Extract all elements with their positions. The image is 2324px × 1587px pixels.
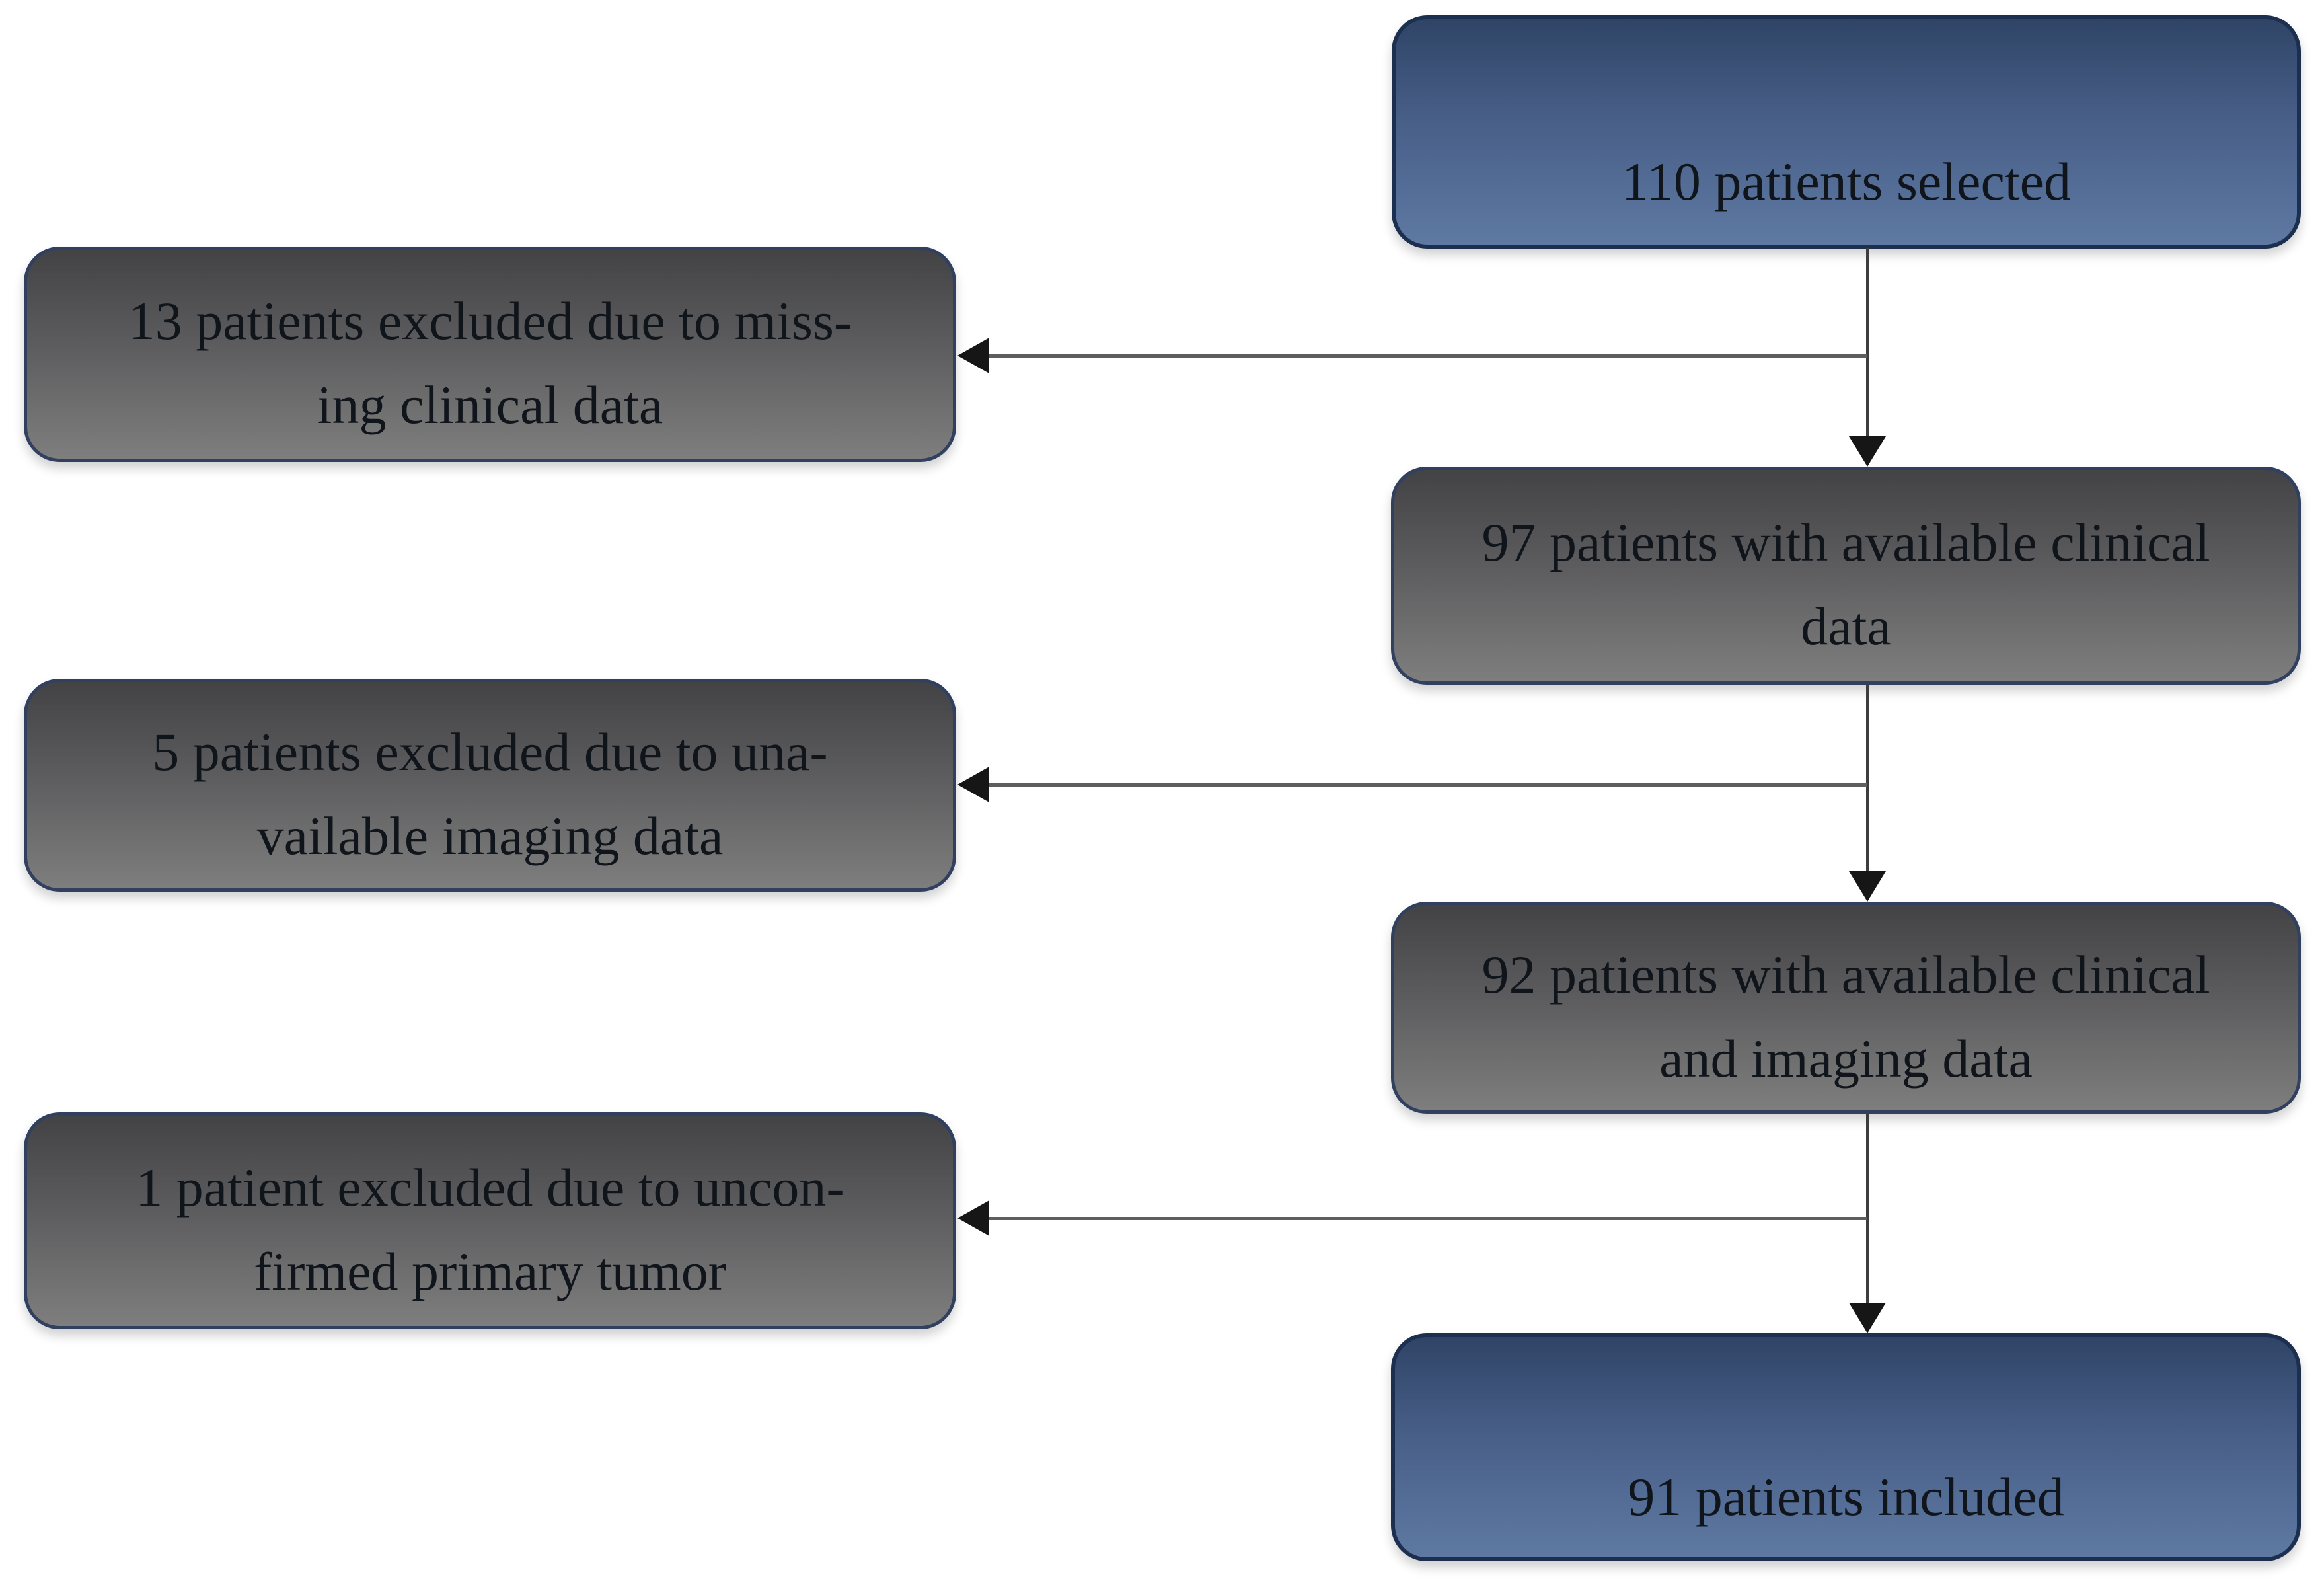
- excluded-imaging-line-2: vailable imaging data: [256, 806, 724, 866]
- node-92-patients-available-clinical-and-imaging-data: 92 patients with available clinical and …: [1391, 902, 2301, 1114]
- node-97-patients-available-clinical-data: 97 patients with available clinical data: [1391, 467, 2301, 685]
- left-arrowhead-into-excluded-imaging: [957, 767, 989, 802]
- clinical-imaging-line-2: and imaging data: [1659, 1028, 2033, 1089]
- node-1-patient-excluded-unconfirmed-primary-tumor: 1 patient excluded due to uncon- firmed …: [24, 1112, 956, 1329]
- node-110-patients-selected-text: 110 patients selected: [1621, 151, 2072, 212]
- node-5-patients-excluded-unavailable-imaging-data: 5 patients excluded due to una- vailable…: [24, 679, 956, 892]
- connector-clinical-to-clinical-imaging: [1866, 685, 1869, 873]
- node-110-patients-selected: 110 patients selected: [1392, 15, 2301, 249]
- node-13-patients-excluded-missing-clinical-data: 13 patients excluded due to miss- ing cl…: [24, 247, 956, 462]
- excluded-clinical-line-2: ing clinical data: [317, 375, 663, 435]
- excluded-tumor-line-2: firmed primary tumor: [253, 1241, 727, 1301]
- connector-clinical-imaging-to-included: [1866, 1114, 1869, 1304]
- connector-branch-excluded-imaging: [986, 783, 1867, 787]
- connector-branch-excluded-tumor: [986, 1217, 1867, 1220]
- left-arrowhead-into-excluded-clinical: [957, 338, 989, 373]
- clinical-imaging-line-1: 92 patients with available clinical: [1481, 944, 2210, 1005]
- clinical-line-2: data: [1801, 596, 1891, 656]
- connector-branch-excluded-clinical: [986, 354, 1867, 358]
- excluded-clinical-line-1: 13 patients excluded due to miss-: [128, 291, 852, 351]
- connector-selected-to-clinical: [1866, 248, 1869, 440]
- excluded-tumor-line-1: 1 patient excluded due to uncon-: [135, 1157, 844, 1218]
- down-arrowhead-into-clinical: [1849, 436, 1886, 467]
- down-arrowhead-into-included: [1849, 1303, 1886, 1333]
- clinical-line-1: 97 patients with available clinical: [1481, 512, 2210, 572]
- node-91-patients-included: 91 patients included: [1391, 1333, 2301, 1561]
- excluded-imaging-line-1: 5 patients excluded due to una-: [152, 722, 828, 782]
- down-arrowhead-into-clinical-imaging: [1849, 871, 1886, 902]
- left-arrowhead-into-excluded-tumor: [957, 1200, 989, 1236]
- node-91-patients-included-text: 91 patients included: [1628, 1467, 2064, 1527]
